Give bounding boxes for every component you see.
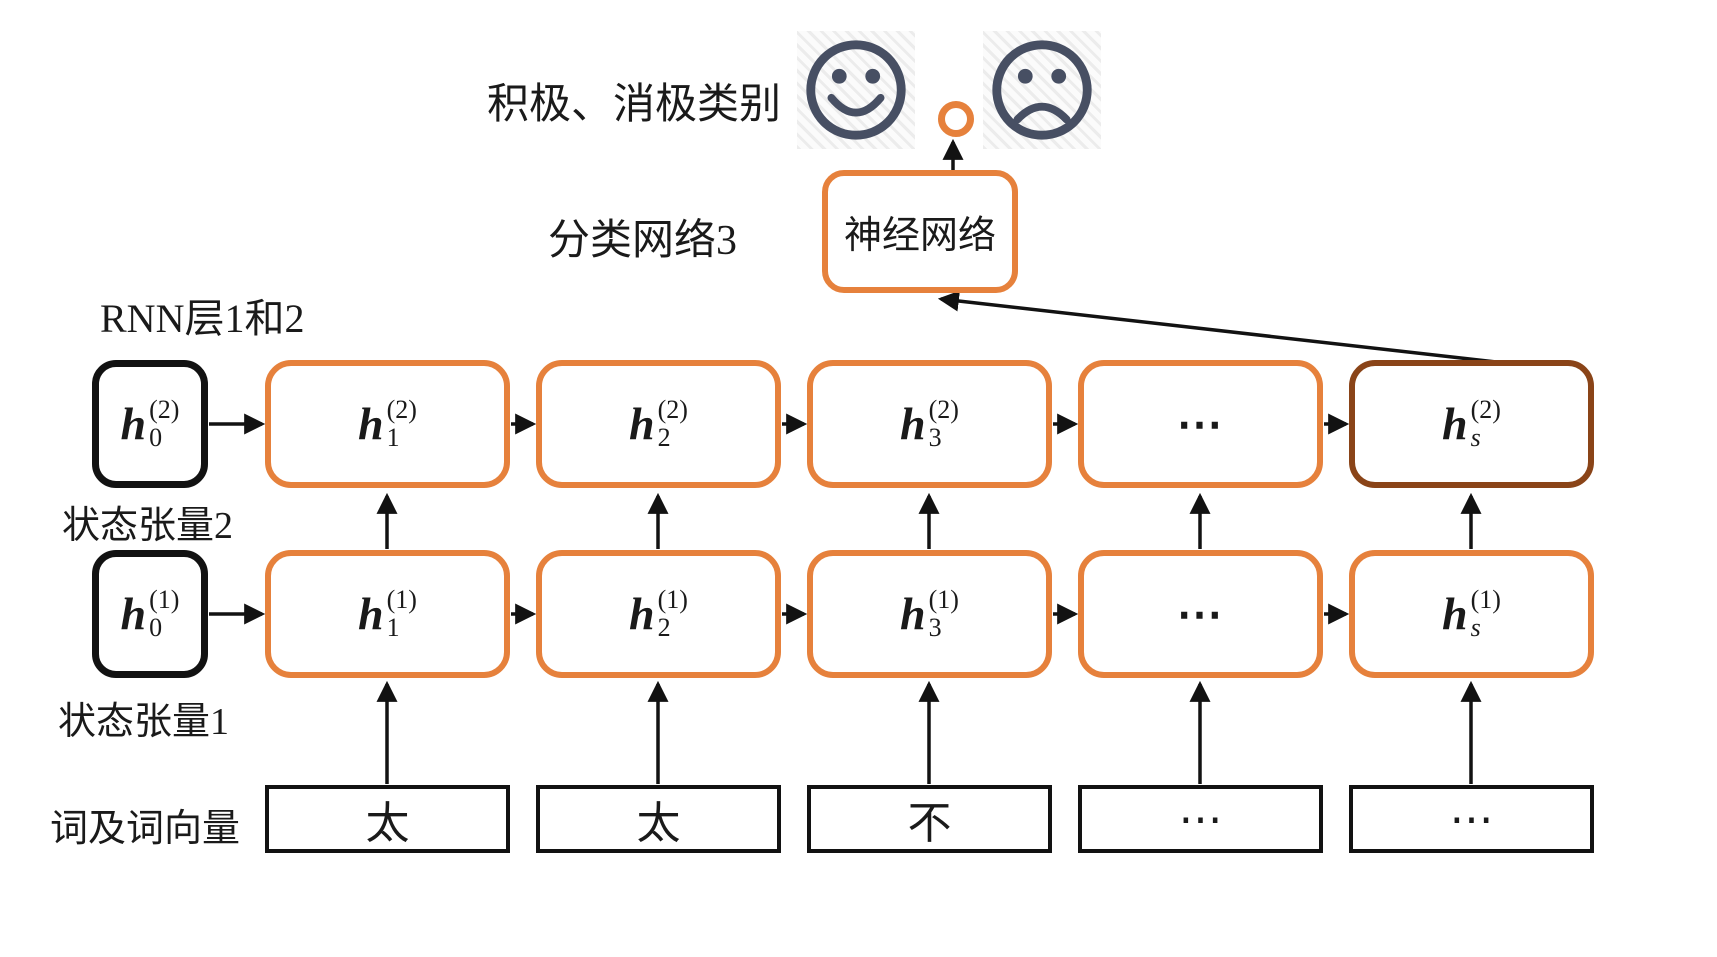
hidden-state-math: h(2)0 xyxy=(120,395,180,452)
ellipsis-text: ⋯ xyxy=(1176,589,1225,640)
ellipsis-text: ⋯ xyxy=(1176,399,1225,450)
rnn-cell: h(2)3 xyxy=(807,360,1052,488)
rnn-cell: h(2)1 xyxy=(265,360,510,488)
input-word-text: 太 xyxy=(365,799,410,848)
output-node-icon xyxy=(938,101,974,137)
classifier-box: 神经网络 xyxy=(822,170,1018,293)
rnn-cell: h(1)3 xyxy=(807,550,1052,678)
input-word-box: 太 xyxy=(265,785,510,853)
hidden-state-math: h(2)s xyxy=(1442,395,1501,452)
rnn-cell: h(1)2 xyxy=(536,550,781,678)
input-word-box: ⋯ xyxy=(1349,785,1594,853)
hidden-state-math: h(1)0 xyxy=(120,585,180,642)
classifier-box-text: 神经网络 xyxy=(843,215,996,257)
hidden-state-math: h(2)1 xyxy=(358,395,417,452)
categories-label: 积极、消极类别 xyxy=(487,82,782,128)
smiley-face-svg xyxy=(806,40,906,140)
hidden-state-math: h(1)s xyxy=(1442,585,1501,642)
state-tensor-2-label: 状态张量2 xyxy=(62,505,234,547)
input-word-text: ⋯ xyxy=(1178,794,1223,844)
input-word-box: 太 xyxy=(536,785,781,853)
positive-face-icon xyxy=(797,31,915,149)
rnn-cell: h(2)s xyxy=(1349,360,1594,488)
words-label: 词及词向量 xyxy=(50,808,241,850)
input-word-text: 太 xyxy=(636,799,681,848)
input-word-box: 不 xyxy=(807,785,1052,853)
rnn-cell-ellipsis: ⋯ xyxy=(1078,550,1323,678)
hidden-state-math: h(1)2 xyxy=(629,585,688,642)
rnn-layers-label: RNN层1和2 xyxy=(100,296,305,341)
hidden-state-math: h(2)2 xyxy=(629,395,688,452)
rnn-cell-ellipsis: ⋯ xyxy=(1078,360,1323,488)
state-tensor-1-label: 状态张量1 xyxy=(58,701,230,743)
rnn-cell: h(1)s xyxy=(1349,550,1594,678)
classifier-label: 分类网络3 xyxy=(548,218,738,264)
hidden-state-math: h(1)1 xyxy=(358,585,417,642)
initial-state-box-layer1: h(1)0 xyxy=(92,550,208,678)
sad-face-svg xyxy=(992,40,1092,140)
hidden-state-math: h(2)3 xyxy=(900,395,959,452)
input-word-box: ⋯ xyxy=(1078,785,1323,853)
rnn-cell: h(2)2 xyxy=(536,360,781,488)
initial-state-box-layer2: h(2)0 xyxy=(92,360,208,488)
hidden-state-math: h(1)3 xyxy=(900,585,959,642)
rnn-cell: h(1)1 xyxy=(265,550,510,678)
negative-face-icon xyxy=(983,31,1101,149)
input-word-text: 不 xyxy=(907,799,952,848)
input-word-text: ⋯ xyxy=(1449,794,1494,844)
